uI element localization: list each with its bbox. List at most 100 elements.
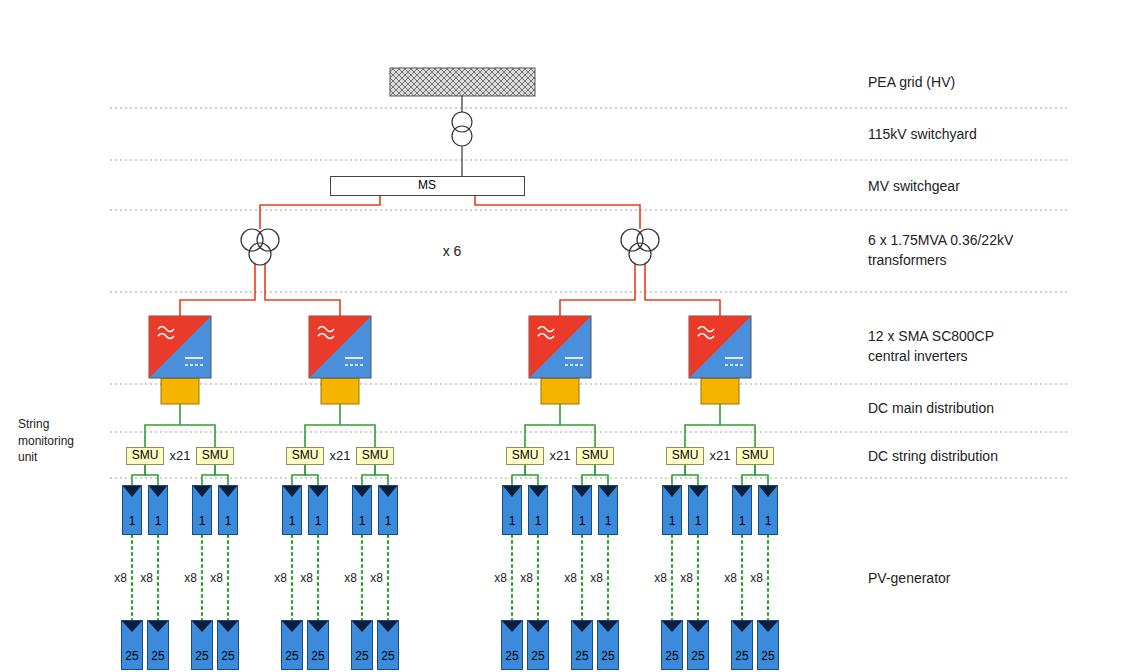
- node-text: SMU: [292, 449, 319, 463]
- inverter-ac-half: [529, 316, 591, 378]
- dc-wire: [305, 404, 375, 447]
- string-cable: [215, 465, 228, 485]
- node-text: 1: [289, 515, 296, 529]
- module-marker: [379, 486, 397, 497]
- module-marker: [529, 486, 547, 499]
- node-text: 1: [535, 515, 542, 529]
- pv-string-module: 25: [757, 620, 779, 670]
- string-cable: [132, 465, 145, 485]
- ac-sign: [698, 327, 714, 339]
- pv-string-module: 1: [192, 485, 212, 535]
- callout-label: String monitoring unit: [18, 416, 90, 466]
- row-separator: [110, 108, 1070, 109]
- module-marker: [503, 486, 521, 499]
- dc-wire: [525, 404, 595, 447]
- module-marker: [662, 621, 682, 634]
- string-cable: [305, 465, 318, 485]
- multiplier-label: x8: [140, 571, 153, 585]
- module-marker: [282, 621, 302, 634]
- node-text: 1: [315, 515, 322, 529]
- node-text: 25: [151, 650, 164, 664]
- module-marker: [529, 486, 547, 497]
- multiplier-label: x21: [550, 448, 571, 464]
- row-label: MV switchgear: [868, 178, 960, 195]
- module-marker: [733, 486, 751, 497]
- dc-sign: [185, 357, 203, 359]
- pv-string-module: 1: [378, 485, 398, 535]
- transformer-symbol: [637, 229, 659, 251]
- pv-string-module: 1: [688, 485, 708, 535]
- string-series-link: [741, 535, 743, 620]
- node-text: 1: [155, 515, 162, 529]
- multiplier-label: x8: [564, 571, 577, 585]
- multiplier-label: x 6: [443, 243, 462, 260]
- string-series-link: [511, 535, 513, 620]
- string-cable: [742, 465, 755, 485]
- pv-string-module: 25: [597, 620, 619, 670]
- node-text: 25: [221, 650, 234, 664]
- module-marker: [689, 486, 707, 497]
- dc-main-box: [321, 378, 359, 404]
- transformer-symbol: [249, 243, 271, 265]
- inverter-symbol: [689, 316, 751, 378]
- pv-string-module: 25: [377, 620, 399, 670]
- node-text: 25: [125, 650, 138, 664]
- pv-string-module: 25: [731, 620, 753, 670]
- ac-wire: [260, 196, 380, 229]
- pv-string-module: 25: [571, 620, 593, 670]
- string-series-link: [537, 535, 539, 620]
- module-marker: [599, 486, 617, 497]
- module-marker: [283, 486, 301, 497]
- switchgear-box: MS: [330, 176, 525, 196]
- row-label: DC main distribution: [868, 400, 994, 417]
- node-text: 25: [691, 650, 704, 664]
- node-text: 25: [381, 650, 394, 664]
- module-marker: [148, 621, 168, 634]
- module-marker: [758, 621, 778, 632]
- pv-string-module: 1: [282, 485, 302, 535]
- multiplier-label: x8: [494, 571, 507, 585]
- row-label: PEA grid (HV): [868, 74, 955, 91]
- node-text: SMU: [742, 449, 769, 463]
- pv-string-module: 25: [191, 620, 213, 670]
- node-text: 1: [225, 515, 232, 529]
- ac-wire: [475, 196, 640, 229]
- module-marker: [379, 486, 397, 499]
- transformer-symbol: [629, 243, 651, 265]
- string-cable: [362, 465, 375, 485]
- module-marker: [218, 621, 238, 632]
- module-marker: [689, 486, 707, 499]
- string-cable: [202, 465, 215, 485]
- pv-string-module: 25: [307, 620, 329, 670]
- module-marker: [573, 486, 591, 497]
- inverter-symbol: [149, 316, 211, 378]
- module-marker: [378, 621, 398, 632]
- node-text: SMU: [202, 449, 229, 463]
- dc-main-box: [701, 378, 739, 404]
- row-separator: [110, 478, 1070, 479]
- node-text: 25: [665, 650, 678, 664]
- string-series-link: [387, 535, 389, 620]
- module-marker: [123, 486, 141, 499]
- dc-wire: [145, 404, 215, 447]
- module-marker: [502, 621, 522, 634]
- multiplier-label: x8: [654, 571, 667, 585]
- string-cable: [375, 465, 388, 485]
- pv-string-module: 1: [148, 485, 168, 535]
- module-marker: [663, 486, 681, 499]
- multiplier-label: x21: [330, 448, 351, 464]
- module-marker: [759, 486, 777, 497]
- node-text: 1: [695, 515, 702, 529]
- ac-wire: [560, 264, 635, 316]
- node-text: SMU: [132, 449, 159, 463]
- module-marker: [219, 486, 237, 499]
- dc-sign: [565, 364, 583, 366]
- multiplier-label: x8: [590, 571, 603, 585]
- module-marker: [662, 621, 682, 632]
- string-monitoring-box: SMU: [286, 447, 324, 465]
- string-series-link: [607, 535, 609, 620]
- node-text: SMU: [672, 449, 699, 463]
- dc-sign: [345, 357, 363, 359]
- node-text: SMU: [512, 449, 539, 463]
